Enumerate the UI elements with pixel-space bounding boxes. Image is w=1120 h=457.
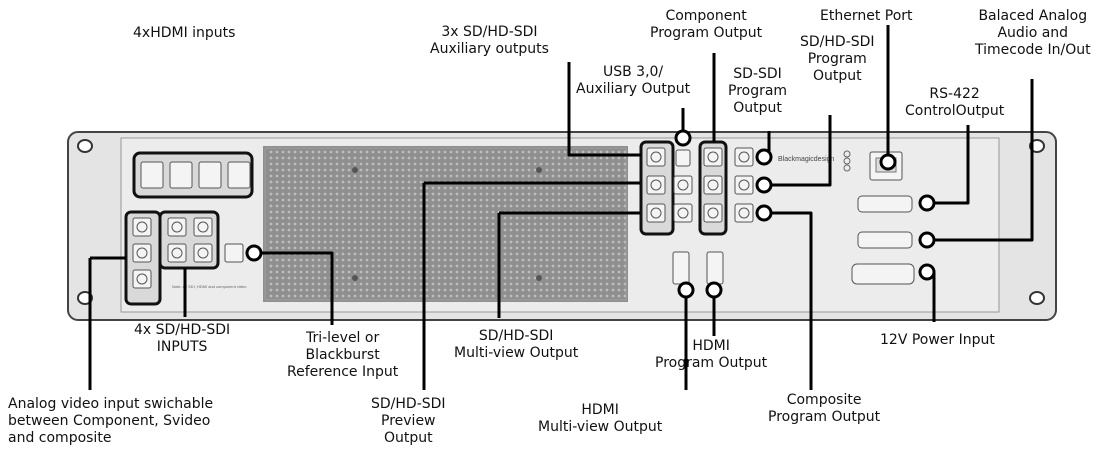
label-line: Auxiliary Output [576, 81, 691, 97]
label-line: Audio and [997, 25, 1069, 41]
label-composite: Composite Program Output [768, 392, 880, 426]
callout-lines [88, 25, 1034, 390]
label-line: Program Output [768, 409, 881, 425]
label-line: Analog video input swichable [8, 396, 214, 412]
label-line: Output [812, 68, 862, 84]
label-analog: Analog video input swichable between Com… [8, 396, 213, 447]
label-line: SD-SDI [733, 66, 782, 82]
label-line: Output [733, 100, 782, 116]
label-line: 3x SD/HD-SDI [441, 24, 538, 40]
label-line: Multi-view Output [538, 419, 663, 435]
label-4xhdmi-inputs: 4xHDMI inputs [133, 25, 235, 42]
label-line: SD/HD-SDI [478, 328, 554, 344]
label-line: 4x SD/HD-SDI [134, 322, 231, 338]
serial-ports [851, 195, 915, 285]
label-preview: SD/HD-SDI Preview Output [371, 396, 446, 447]
rack-hole-top-left [77, 139, 93, 153]
hdmi-input-ports [140, 161, 251, 189]
label-line: Multi-view Output [454, 345, 579, 361]
label-line: Preview [381, 413, 436, 429]
label-line: 12V Power Input [880, 332, 995, 348]
bnc-ports-left [132, 217, 244, 289]
label-line: HDMI [692, 338, 730, 354]
label-line: Reference Input [287, 364, 399, 380]
callout-endpoints [245, 129, 936, 299]
brand-logo-rings [843, 150, 851, 172]
usb-port [675, 149, 691, 167]
label-trilevel: Tri-level or Blackburst Reference Input [287, 330, 398, 381]
label-rs422: RS-422 ControlOutput [905, 86, 1004, 120]
label-line: 4xHDMI inputs [133, 25, 236, 41]
label-line: Program [728, 83, 788, 99]
sdi-input-note: Note: All SDI, HDMI and component video [172, 284, 247, 289]
label-multiview-sdi: SD/HD-SDI Multi-view Output [454, 328, 578, 362]
label-line: USB 3,0/ [602, 64, 664, 80]
label-line: HDMI [581, 402, 619, 418]
label-balanced-audio: Balaced Analog Audio and Timecode In/Out [975, 8, 1091, 59]
label-3x-sdi-aux: 3x SD/HD-SDI Auxiliary outputs [430, 24, 549, 58]
label-line: SD/HD-SDI [800, 34, 875, 50]
rack-hole-bottom-right [1029, 291, 1045, 305]
label-line: Program Output [655, 355, 768, 371]
ref-port [224, 243, 244, 263]
label-component: Component Program Output [650, 8, 762, 42]
label-hdmi-program: HDMI Program Output [655, 338, 767, 372]
label-line: Auxiliary outputs [430, 41, 549, 57]
label-line: SD/HD-SDI [371, 396, 446, 412]
label-line: Program Output [650, 25, 763, 41]
label-line: Component [665, 8, 747, 24]
label-line: Timecode In/Out [975, 42, 1091, 58]
label-power: 12V Power Input [880, 332, 995, 349]
label-line: between Component, Svideo [8, 413, 211, 429]
label-line: Blackburst [305, 347, 380, 363]
label-line: and composite [8, 430, 112, 446]
label-line: ControlOutput [905, 103, 1005, 119]
hdmi-output-ports [672, 251, 724, 285]
label-line: Output [383, 430, 433, 446]
label-line: Tri-level or [305, 330, 380, 346]
label-sdhd-program: SD/HD-SDI Program Output [800, 34, 875, 85]
label-line: Balaced Analog [978, 8, 1088, 24]
label-line: Program [807, 51, 867, 67]
label-line: INPUTS [156, 339, 208, 355]
brand-logo: Blackmagicdesign [778, 156, 835, 163]
label-ethernet: Ethernet Port [820, 8, 913, 25]
bnc-ports-right [646, 147, 754, 223]
label-sd-sdi: SD-SDI Program Output [728, 66, 787, 117]
label-line: Ethernet Port [820, 8, 913, 24]
label-line: Composite [786, 392, 862, 408]
vent-grid [263, 146, 628, 302]
label-usb: USB 3,0/ Auxiliary Output [576, 64, 690, 98]
label-sdi-inputs: 4x SD/HD-SDI INPUTS [134, 322, 230, 356]
label-hdmi-multiview: HDMI Multi-view Output [538, 402, 662, 436]
label-line: RS-422 [929, 86, 980, 102]
